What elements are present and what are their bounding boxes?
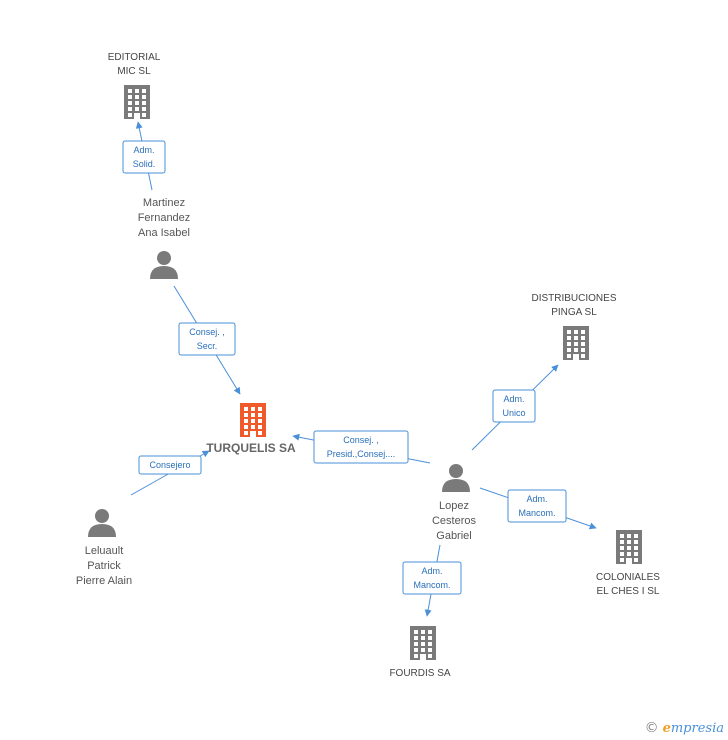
relation-label-lopez-fourdis[interactable]: Adm.Mancom. [402, 561, 462, 595]
relation-label-lopez-turquelis[interactable]: Consej. ,Presid.,Consej.... [313, 430, 409, 464]
copyright-symbol: © [644, 720, 659, 736]
building-icon-coloniales [616, 530, 642, 564]
relation-label-martinez-editorial[interactable]: Adm.Solid. [122, 140, 166, 174]
node-label-turquelis[interactable]: TURQUELIS SA [206, 441, 296, 455]
footer-brand: © empresia [645, 720, 724, 736]
building-icon-fourdis [410, 626, 436, 660]
svg-text:Adm.Mancom.: Adm.Mancom. [413, 566, 450, 590]
building-icon-distribuciones [563, 326, 589, 360]
svg-text:Consej. ,Secr.: Consej. ,Secr. [189, 327, 225, 351]
svg-text:Adm.Unico: Adm.Unico [502, 394, 525, 418]
person-icon-lopez [442, 464, 470, 492]
relation-label-lopez-coloniales[interactable]: Adm.Mancom. [507, 489, 567, 523]
node-label-fourdis[interactable]: FOURDIS SA [389, 668, 450, 679]
person-icon-martinez [150, 251, 178, 279]
empresia-logo: empresia [662, 720, 724, 736]
building-icon-editorial [124, 85, 150, 119]
building-icon-turquelis [240, 403, 266, 437]
relation-label-leluault-turquelis[interactable]: Consejero [138, 455, 202, 475]
relation-label-lopez-distribuciones[interactable]: Adm.Unico [492, 389, 536, 423]
svg-text:Adm.Solid.: Adm.Solid. [133, 145, 156, 169]
svg-text:Adm.Mancom.: Adm.Mancom. [518, 494, 555, 518]
person-icon-leluault [88, 509, 116, 537]
relation-label-martinez-turquelis[interactable]: Consej. ,Secr. [178, 322, 236, 356]
svg-text:Consejero: Consejero [149, 460, 190, 470]
svg-text:Consej. ,Presid.,Consej....: Consej. ,Presid.,Consej.... [327, 435, 396, 459]
